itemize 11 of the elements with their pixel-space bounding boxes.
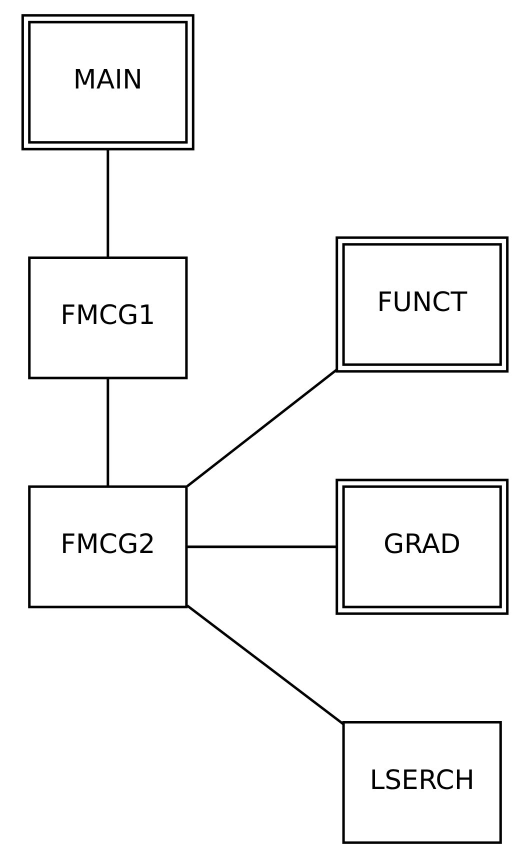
node-box: MAIN bbox=[20, 14, 194, 150]
connector bbox=[106, 149, 109, 258]
node-box: FMCG2 bbox=[28, 485, 188, 608]
connector bbox=[186, 604, 344, 725]
node-box: FUNCT bbox=[335, 236, 508, 373]
node-box: GRAD bbox=[335, 478, 508, 615]
connector bbox=[186, 546, 336, 548]
connector bbox=[186, 368, 337, 488]
node-box: LSERCH bbox=[342, 721, 502, 844]
connector bbox=[106, 378, 109, 486]
node-box: FMCG1 bbox=[28, 256, 188, 380]
